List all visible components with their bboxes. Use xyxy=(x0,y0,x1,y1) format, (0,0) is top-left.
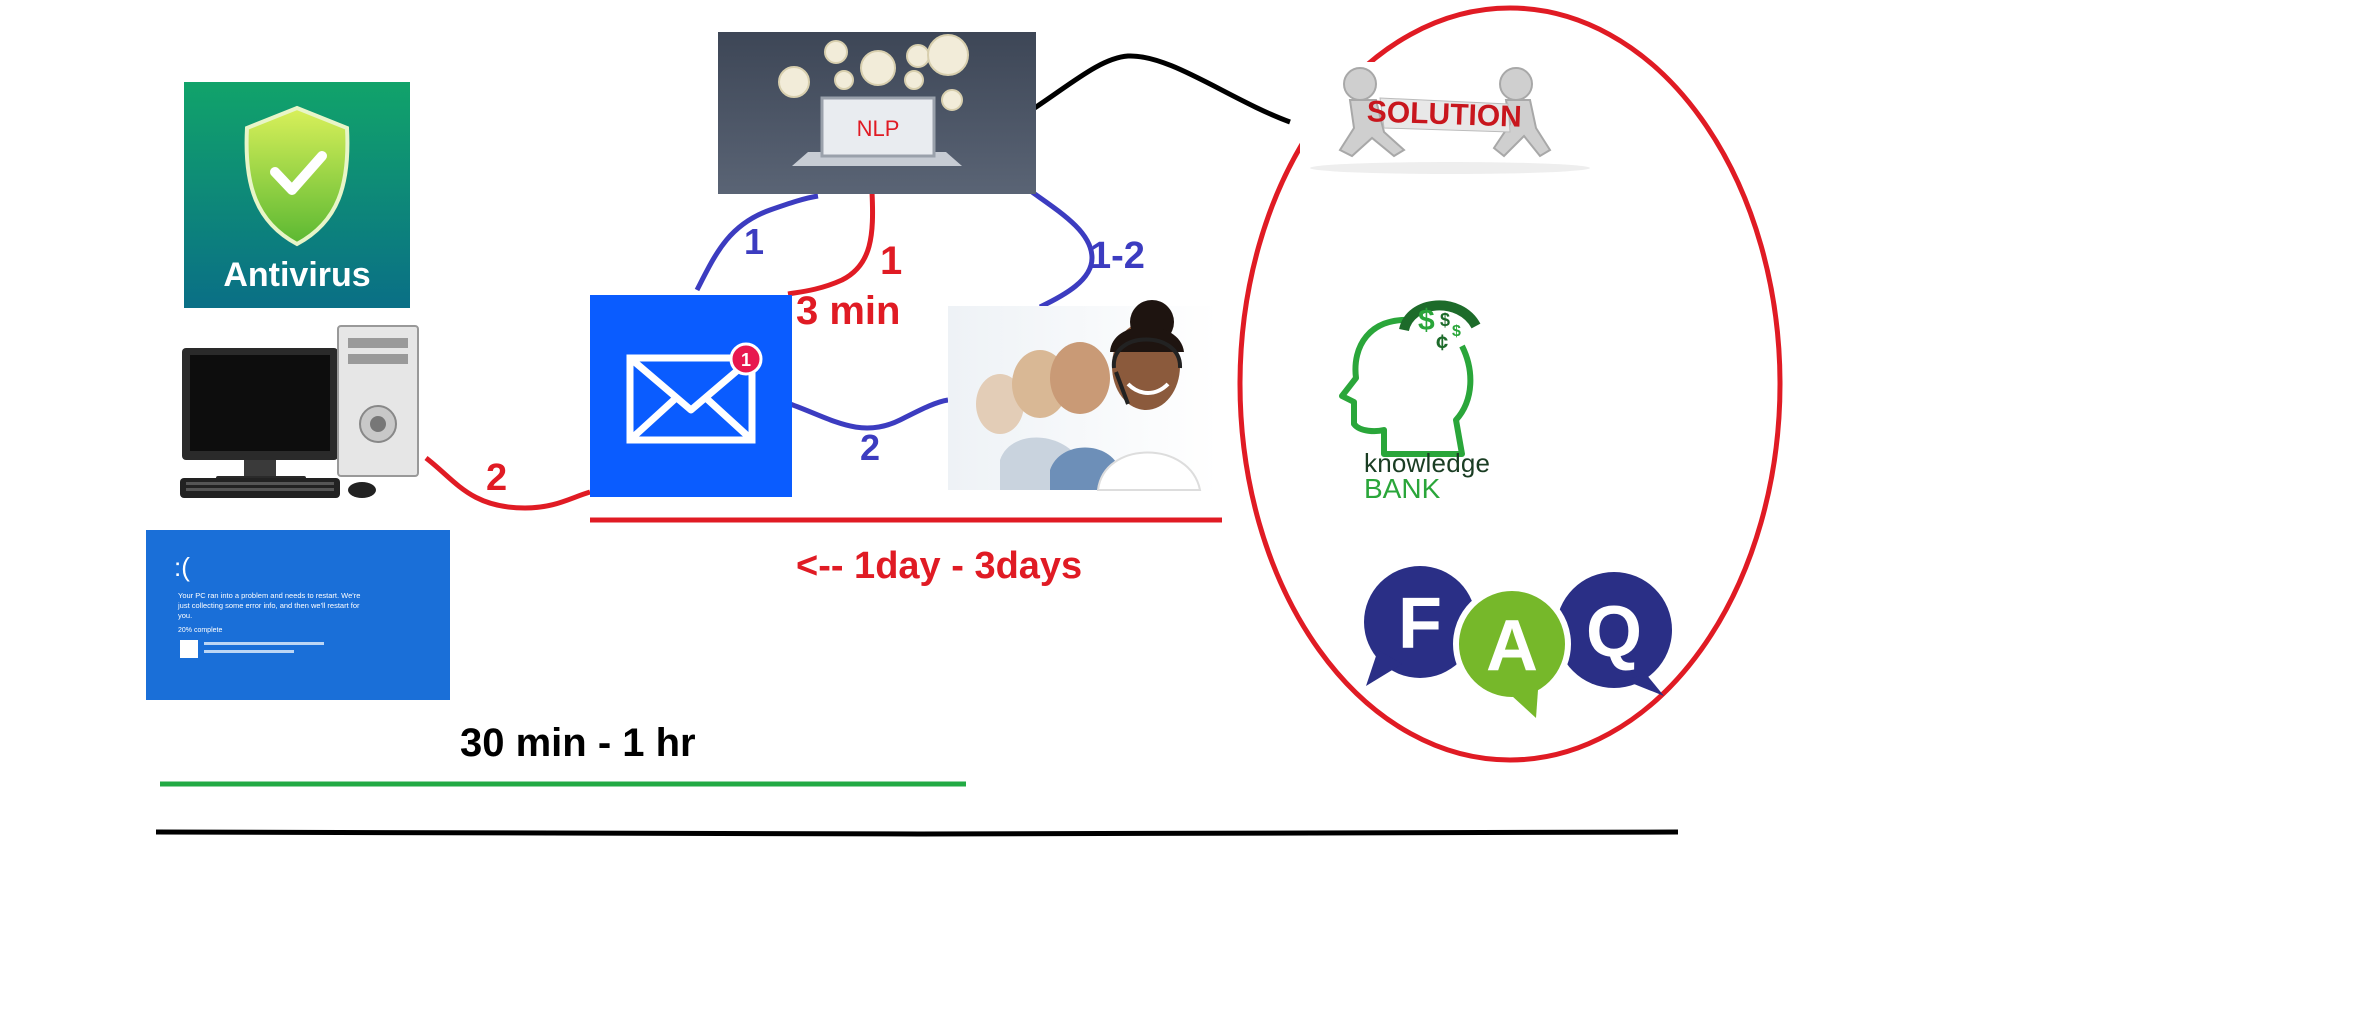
knowledge-bank-logo: $ $ $ ¢ knowledge BANK xyxy=(1306,280,1532,504)
nlp-to-agent-line xyxy=(1030,189,1095,310)
pc-to-email-line xyxy=(424,456,591,511)
email-to-agent-label: 2 xyxy=(860,427,880,468)
svg-text:Q: Q xyxy=(1586,592,1642,672)
faq-bubble-a: A xyxy=(1453,585,1571,718)
pc-to-email-label: 2 xyxy=(486,457,507,499)
support-agent-image xyxy=(948,300,1218,491)
notification-count: 1 xyxy=(741,350,751,370)
desktop-computer-icon xyxy=(180,325,419,498)
antivirus-tile: Antivirus xyxy=(184,82,410,308)
solution-circle xyxy=(1237,5,1783,763)
solution-image: SOLUTION xyxy=(1300,62,1592,174)
bank-label: BANK xyxy=(1364,473,1441,504)
bsod-line-3: you. xyxy=(178,611,192,620)
email-to-nlp-line xyxy=(694,193,819,292)
svg-text:¢: ¢ xyxy=(1436,330,1448,355)
bsod-progress: 20% complete xyxy=(178,627,222,634)
shield-icon xyxy=(244,105,350,247)
nlp-label: NLP xyxy=(857,116,900,141)
svg-text:$: $ xyxy=(1452,323,1461,340)
nlp-to-agent-label: 1-2 xyxy=(1090,235,1145,277)
checkmark-icon xyxy=(270,151,327,195)
antivirus-label: Antivirus xyxy=(223,256,370,294)
email-app-icon[interactable]: 1 xyxy=(590,295,792,497)
bsod-line-2: just collecting some error info, and the… xyxy=(177,601,360,610)
nlp-to-email-line xyxy=(787,191,876,297)
faq-bubble-f: F xyxy=(1364,566,1476,686)
svg-text:F: F xyxy=(1398,584,1442,664)
timeline-line xyxy=(155,829,1679,837)
faq-icon[interactable]: F Q A xyxy=(1364,566,1672,718)
bsod-line-1: Your PC ran into a problem and needs to … xyxy=(178,591,360,600)
running-figures-icon xyxy=(1338,67,1552,158)
connectors xyxy=(155,5,1783,837)
email-to-nlp-label: 1 xyxy=(744,221,764,262)
head-icon xyxy=(1339,316,1474,457)
qr-code-icon xyxy=(180,640,198,658)
blue-screen-of-death: :( Your PC ran into a problem and needs … xyxy=(146,530,450,700)
svg-text:A: A xyxy=(1486,606,1538,686)
edge-labels: 1 1 3 min 1-2 2 2 <-- 1day - 3days 30 mi… xyxy=(460,221,1145,765)
nlp-to-email-label: 1 xyxy=(880,239,902,283)
knowledge-label: knowledge xyxy=(1364,448,1490,478)
bsod-face: :( xyxy=(174,552,190,582)
dollar-icon: $ xyxy=(1418,304,1435,337)
headset-icon xyxy=(1111,337,1183,405)
document-bubbles xyxy=(778,34,969,111)
faq-bubble-q: Q xyxy=(1556,572,1672,696)
nlp-image: NLP xyxy=(718,32,1036,194)
agent-time-label: <-- 1day - 3days xyxy=(796,545,1082,587)
nlp-time-label: 3 min xyxy=(796,289,900,333)
solution-label: SOLUTION xyxy=(1366,95,1522,133)
nlp-to-solution-line xyxy=(1025,53,1291,125)
svg-text:$: $ xyxy=(1440,310,1450,330)
envelope-icon xyxy=(627,355,755,443)
email-to-agent-line xyxy=(789,397,949,431)
notification-badge xyxy=(729,342,763,376)
self-service-time-label: 30 min - 1 hr xyxy=(460,721,696,765)
